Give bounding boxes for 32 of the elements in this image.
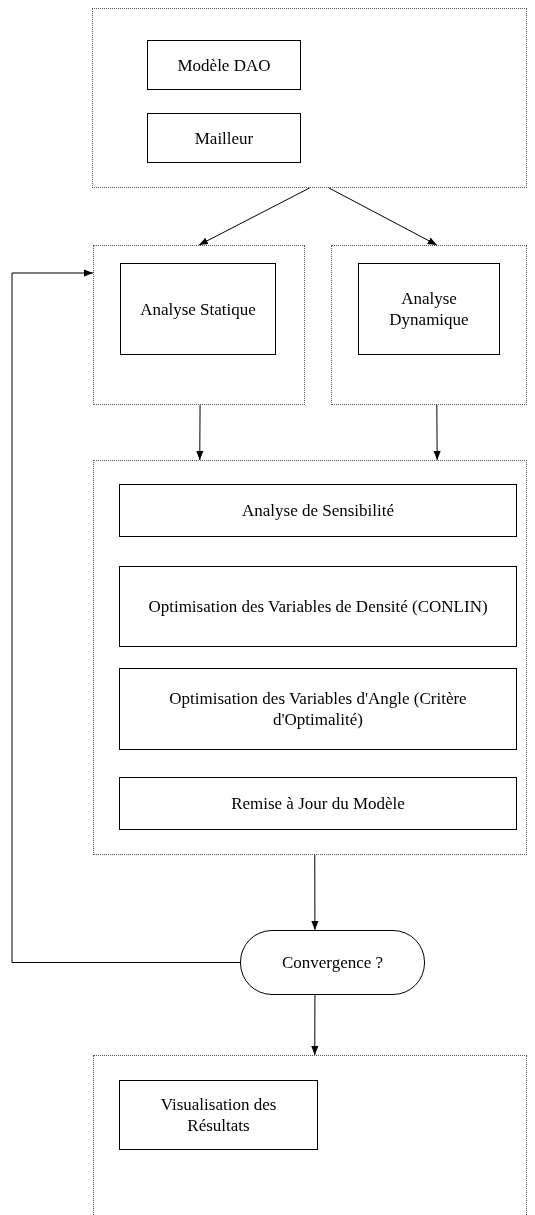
module-frame (331, 245, 527, 405)
process-box (119, 777, 517, 830)
arrow (196, 404, 204, 461)
process-box (119, 566, 517, 647)
box-label: Analyse Statique (140, 298, 256, 320)
process-box (147, 40, 301, 90)
process-box (147, 113, 301, 163)
box-label: Analyse Dynamique (388, 288, 470, 330)
box-label: Remise à Jour du Modèle (231, 793, 405, 814)
process-box (119, 1080, 318, 1150)
arrow (311, 994, 319, 1056)
box-label: Mailleur (194, 127, 254, 149)
process-box (119, 484, 517, 537)
box-label: Modèle DAO (177, 54, 271, 76)
decision-terminator (240, 930, 425, 995)
box-label: Optimisation des Variables de Densité (CONLIN) (148, 596, 488, 617)
process-box (120, 263, 276, 355)
arrow (198, 187, 310, 246)
module-frame (93, 1055, 527, 1215)
arrow (311, 854, 319, 931)
module-frame (93, 460, 527, 855)
arrow (433, 404, 441, 461)
process-box (119, 668, 517, 750)
arrow (328, 187, 438, 246)
arrow (11, 269, 241, 963)
process-box (358, 263, 500, 355)
module-frame (92, 8, 527, 188)
box-label: Optimisation des Variables d'Angle (Critère d'Optimalité) (168, 688, 468, 730)
box-label: Visualisation des Résultats (159, 1094, 278, 1136)
box-label: Convergence ? (281, 952, 384, 973)
module-frame (93, 245, 305, 405)
box-label: Analyse de Sensibilité (242, 500, 394, 521)
